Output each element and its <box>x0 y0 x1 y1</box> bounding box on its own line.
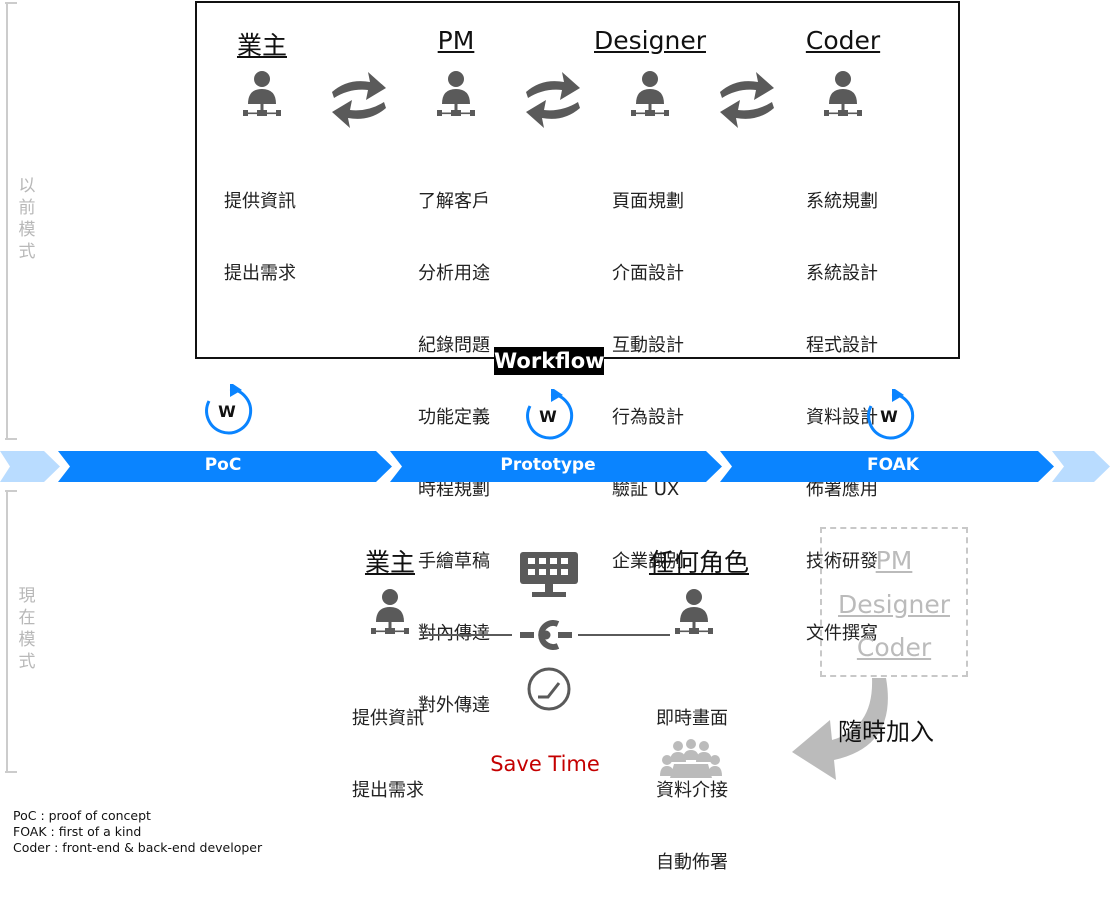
optional-roles-box <box>820 527 968 677</box>
stage-chevron-poc <box>58 451 392 482</box>
task-item: 系統規劃 <box>806 191 878 212</box>
before-mode-label: 以 前 模 式 <box>18 176 36 262</box>
stage-label-foak: FOAK <box>867 455 919 475</box>
dashboard-monitor-icon <box>520 552 578 597</box>
task-item: 了解客戶 <box>418 191 490 212</box>
footnote-coder: Coder : front-end & back-end developer <box>13 840 263 855</box>
timeline-end-chevron <box>1052 451 1110 482</box>
swap-arrows-icon <box>522 68 584 132</box>
task-item: 頁面規劃 <box>612 191 684 212</box>
workflow-cycle-prototype: W <box>521 389 575 443</box>
person-icon <box>370 588 410 640</box>
connector-icon <box>520 620 572 650</box>
now-owner-task-list: 提供資訊 提出需求 <box>352 659 424 827</box>
swap-arrows-icon <box>328 68 390 132</box>
task-item: 對外傳達 <box>418 695 490 716</box>
task-item: 手繪草稿 <box>418 551 490 572</box>
role-title-owner: 業主 <box>236 31 287 60</box>
person-icon <box>436 70 476 122</box>
stage-label-poc: PoC <box>204 455 242 475</box>
swap-arrows-icon <box>716 68 778 132</box>
join-anytime-label: 隨時加入 <box>838 718 934 746</box>
task-item: 提出需求 <box>224 263 296 284</box>
task-item: 程式設計 <box>806 335 878 356</box>
team-meeting-icon <box>660 739 722 778</box>
role-title-designer: Designer <box>594 26 706 55</box>
save-time-label: Save Time <box>490 752 600 776</box>
workflow-tag: Workflow <box>494 347 605 375</box>
task-item: 分析用途 <box>418 263 490 284</box>
task-item: 提供資訊 <box>352 708 424 729</box>
designer-task-list: 頁面規劃 介面設計 互動設計 行為設計 驗証 UX 企業識別 <box>612 142 684 598</box>
person-icon <box>674 588 714 640</box>
workflow-cycle-poc: W <box>200 384 254 438</box>
join-curved-arrow-icon <box>792 678 888 780</box>
owner-task-list: 提供資訊 提出需求 <box>224 142 296 310</box>
now-bracket <box>5 490 17 773</box>
before-bracket <box>5 2 17 440</box>
person-icon <box>242 70 282 122</box>
task-item: 提出需求 <box>352 780 424 801</box>
task-item: 互動設計 <box>612 335 684 356</box>
optional-role-pm: PM <box>875 546 913 575</box>
task-item: 時程規劃 <box>418 479 490 500</box>
now-role-title-anyone: 任何角色 <box>648 548 749 577</box>
footnote-poc: PoC : proof of concept <box>13 808 151 823</box>
speed-gauge-icon <box>527 667 571 711</box>
task-item: 對內傳達 <box>418 623 490 644</box>
coder-task-list: 系統規劃 系統設計 程式設計 資料設計 佈署應用 技術研發 文件撰寫 <box>806 142 878 670</box>
task-item: 自動佈署 <box>656 852 728 873</box>
now-mode-label: 現 在 模 式 <box>18 586 36 672</box>
connection-link <box>420 634 670 636</box>
cycle-letter: W <box>218 402 236 421</box>
task-item: 即時畫面 <box>656 708 728 729</box>
task-item: 紀錄問題 <box>418 335 490 356</box>
optional-role-designer: Designer <box>838 590 950 619</box>
timeline-start-chevron <box>0 451 60 482</box>
task-item: 系統設計 <box>806 263 878 284</box>
footnote-foak: FOAK : first of a kind <box>13 824 142 839</box>
task-item: 功能定義 <box>418 407 490 428</box>
task-item: 驗証 UX <box>612 479 680 500</box>
optional-role-coder: Coder <box>856 633 932 662</box>
cycle-letter: W <box>539 407 557 426</box>
task-item: 資料介接 <box>656 780 728 801</box>
workflow-cycle-foak: W <box>862 389 916 443</box>
task-item: 行為設計 <box>612 407 684 428</box>
task-item: 技術研發 <box>806 551 878 572</box>
stage-label-prototype: Prototype <box>500 455 596 475</box>
task-item: 資料設計 <box>806 407 878 428</box>
task-item: 文件撰寫 <box>806 623 878 644</box>
task-item: 佈署應用 <box>806 479 878 500</box>
person-icon <box>823 70 863 122</box>
task-item: 企業識別 <box>612 551 684 572</box>
stage-chevron-foak <box>720 451 1054 482</box>
role-title-coder: Coder <box>805 26 881 55</box>
task-item: 提供資訊 <box>224 191 296 212</box>
role-title-pm: PM <box>437 26 475 55</box>
now-role-title-owner: 業主 <box>364 548 415 577</box>
pm-task-list: 了解客戶 分析用途 紀錄問題 功能定義 時程規劃 手繪草稿 對內傳達 對外傳達 <box>418 142 490 742</box>
person-icon <box>630 70 670 122</box>
cycle-letter: W <box>880 407 898 426</box>
stage-timeline <box>0 451 1110 482</box>
stage-chevron-prototype <box>390 451 722 482</box>
task-item: 介面設計 <box>612 263 684 284</box>
